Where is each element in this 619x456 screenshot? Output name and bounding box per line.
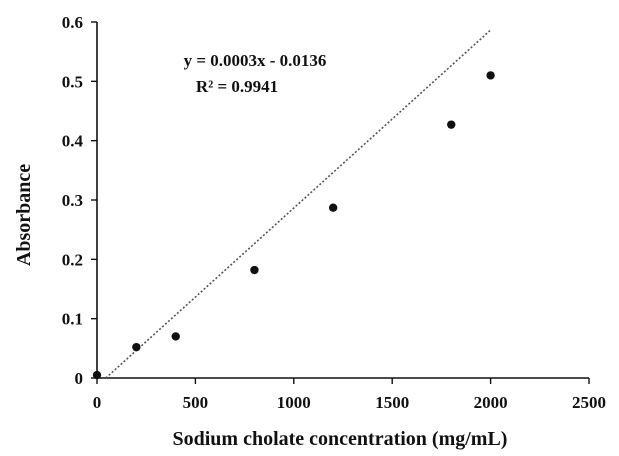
y-tick-label: 0.5: [62, 72, 83, 91]
x-tick-label: 2000: [474, 393, 508, 412]
data-point: [171, 332, 180, 341]
x-axis-title: Sodium cholate concentration (mg/mL): [173, 428, 508, 450]
data-points: [92, 71, 495, 380]
x-tick-label: 500: [183, 393, 209, 412]
x-axis-ticks: 0 500 1000 1500 2000 2500: [93, 378, 606, 412]
data-point: [250, 265, 259, 275]
y-axis-title: Absorbance: [13, 164, 35, 266]
x-tick-label: 1500: [375, 393, 409, 412]
x-tick-label: 1000: [277, 393, 311, 412]
linear-trendline: [105, 29, 492, 379]
data-point: [132, 342, 141, 352]
x-tick-label: 0: [93, 393, 102, 412]
y-tick-label: 0.6: [62, 13, 83, 32]
data-point: [328, 203, 338, 212]
r-squared-annotation: R² = 0.9941: [196, 77, 278, 96]
data-point: [92, 370, 102, 380]
equation-annotation: y = 0.0003x - 0.0136: [184, 51, 327, 70]
y-tick-label: 0.3: [62, 191, 83, 210]
y-tick-label: 0: [75, 369, 84, 388]
y-tick-label: 0.1: [62, 310, 83, 329]
data-point: [486, 71, 495, 80]
data-point: [447, 120, 456, 129]
y-tick-label: 0.2: [62, 250, 83, 269]
y-tick-label: 0.4: [62, 132, 84, 151]
y-axis-ticks: 0 0.1 0.2 0.3 0.4 0.5 0.6: [62, 13, 97, 388]
x-tick-label: 2500: [572, 393, 606, 412]
